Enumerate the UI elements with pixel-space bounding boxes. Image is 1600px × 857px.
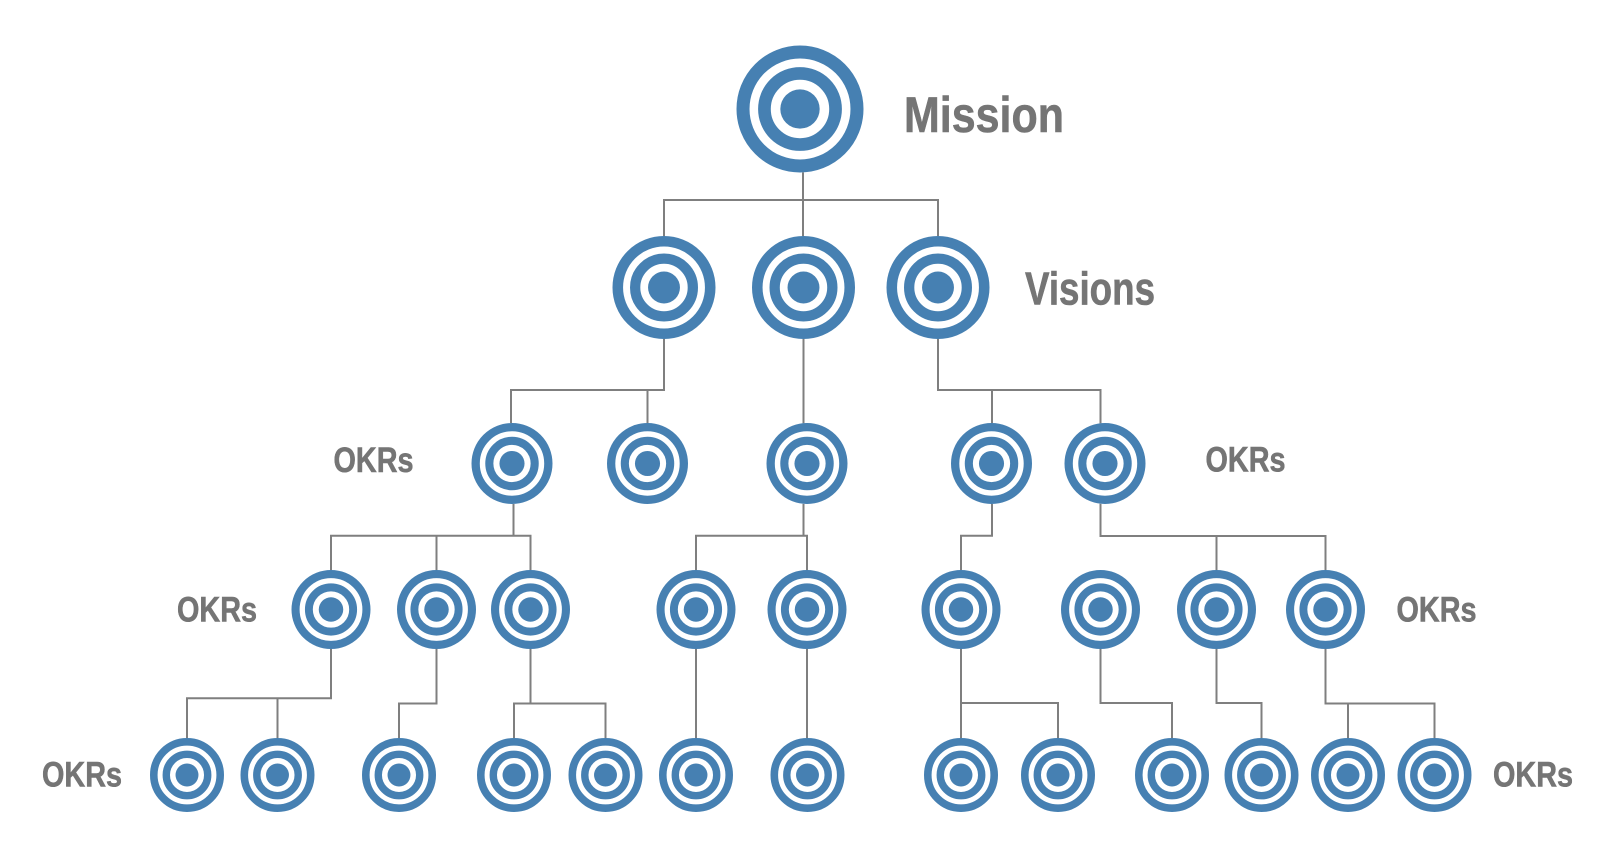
svg-text:OKRs: OKRs (334, 441, 414, 480)
svg-text:OKRs: OKRs (1397, 591, 1477, 630)
svg-text:Mission: Mission (904, 87, 1064, 143)
svg-text:Visions: Visions (1025, 263, 1155, 315)
svg-text:OKRs: OKRs (1493, 756, 1573, 795)
svg-text:OKRs: OKRs (1206, 441, 1286, 480)
svg-text:OKRs: OKRs (177, 591, 257, 630)
svg-text:OKRs: OKRs (42, 756, 122, 795)
